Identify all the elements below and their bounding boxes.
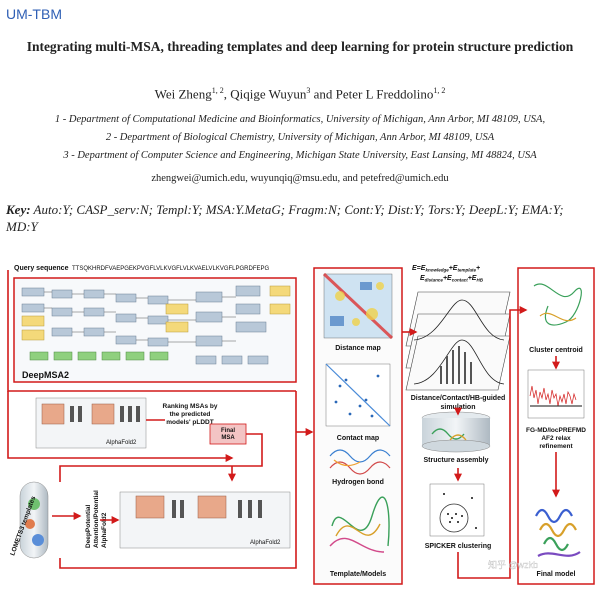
contact-map-label: Contact map [337,435,379,442]
hydrogen-bond-label: Hydrogen bond [332,479,384,486]
deeppotential-label: DeepPotentialAttention/PotentialAlphaFol… [85,490,108,548]
energy-function: E=Eknowledge+Etemplate+ [412,265,480,273]
distance-map-label: Distance map [335,345,381,352]
author-list: Wei Zheng1, 2, Qiqige Wuyun3 and Peter L… [0,86,600,102]
contact-map-plot [325,363,391,427]
author-affiliation-marker: 3 [306,86,311,95]
final-model-image [535,508,581,558]
refinement-plot [527,369,585,419]
energy-distribution-plots [405,291,511,391]
deepmsa2-panel: DeepMSA2 [13,277,297,383]
distance-map-plot [322,272,394,340]
affiliation-line: 3 - Department of Computer Science and E… [63,150,537,161]
spicker-plot [429,483,485,537]
watermark: 知乎 @wzkb [488,559,538,570]
affiliation-line: 2 - Department of Biological Chemistry, … [105,132,495,143]
paper-title: Integrating multi-MSA, threading templat… [26,39,574,54]
cluster-centroid-label: Cluster centroid [529,347,583,354]
refinement-column [517,267,595,585]
template-models-label: Template/Models [330,571,386,578]
spicker-label: SPICKER clustering [425,543,492,550]
alphafold2-panel-top: AlphaFold2 [35,397,147,449]
alphafold2-panel-bottom: AlphaFold2 [119,491,291,549]
template-models-image [329,496,390,553]
energy-function-line2: Edistance+Econtact+EHB [420,275,484,283]
cluster-centroid-image [533,283,582,326]
method-keywords: Key: Auto:Y; CASP_serv:N; Templ:Y; MSA:Y… [6,201,596,235]
deepmsa2-label: DeepMSA2 [22,370,69,380]
final-msa-box [209,423,247,445]
alphafold2-label-bottom: AlphaFold2 [250,540,281,546]
pipeline-figure: Query sequence TTSQKHRDFVAEPGEKPVGFLVLKV… [7,265,595,585]
header-tag: UM-TBM [6,6,62,22]
author-affiliation-marker: 1, 2 [433,86,446,95]
affiliation-line: 1 - Department of Computational Medicine… [54,114,546,125]
author-name: Wei Zheng [154,86,212,102]
query-label: Query sequence [14,265,69,272]
author-name: Qiqige Wuyun [230,86,307,102]
structure-assembly-label: Structure assembly [424,457,489,464]
key-values: Auto:Y; CASP_serv:N; Templ:Y; MSA:Y.Meta… [6,202,564,234]
query-sequence: TTSQKHRDFVAEPGEKPVGFLVLKVGFLVLKVAELVLKVG… [72,266,270,272]
author-affiliation-marker: 1, 2 [211,86,224,95]
hydrogen-bond-image [329,449,391,475]
key-label: Key: [6,202,31,217]
author-separator: and [310,86,336,102]
lomets3-templates: LOMETS3 templates [9,481,49,559]
author-name: Peter L Freddolino [335,86,434,102]
alphafold2-label-top: AlphaFold2 [106,440,137,446]
contact-emails: zhengwei@umich.edu, wuyunqiq@msu.edu, an… [151,173,449,184]
final-model-label: Final model [537,571,576,578]
author-separator: , [223,86,231,102]
structure-assembly-image [421,411,491,453]
